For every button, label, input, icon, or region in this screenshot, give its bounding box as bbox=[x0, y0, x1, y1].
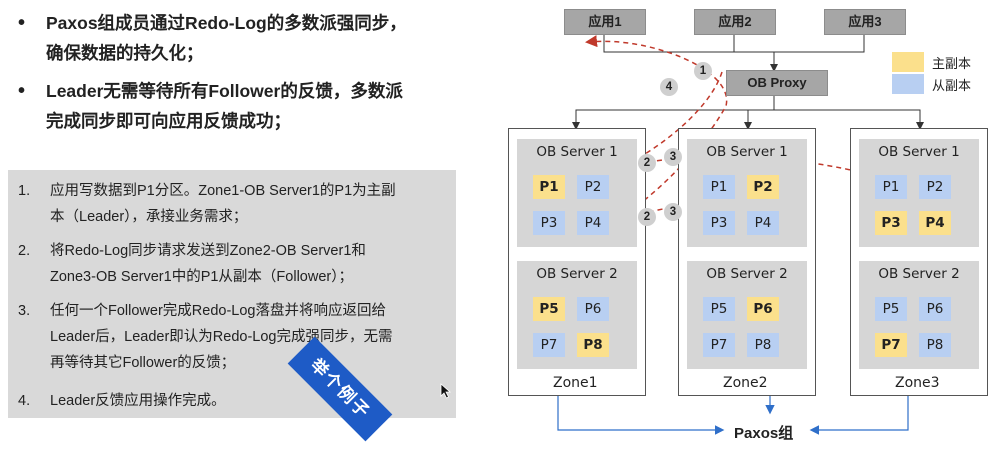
app-box-3: 应用3 bbox=[824, 9, 906, 35]
step-marker-2: 2 bbox=[638, 208, 656, 226]
legend-primary-label: 主副本 bbox=[932, 56, 972, 71]
step-number: 1. bbox=[18, 183, 31, 199]
server-title: OB Server 2 bbox=[536, 266, 618, 282]
ob-server-box: OB Server 2 P5 P6 P7 P8 bbox=[517, 261, 637, 369]
app-box-2: 应用2 bbox=[694, 9, 776, 35]
mouse-cursor-icon bbox=[440, 383, 452, 399]
replica-p4: P4 bbox=[577, 211, 609, 235]
server-title: OB Server 1 bbox=[706, 144, 788, 160]
bullet-item: • Paxos组成员通过Redo-Log的多数派强同步， 确保数据的持久化； bbox=[14, 8, 464, 68]
replica-p5: P5 bbox=[533, 297, 565, 321]
step-item: 2. 将Redo-Log同步请求发送到Zone2-OB Server1和 Zon… bbox=[18, 238, 450, 290]
bullet-line: Leader无需等待所有Follower的反馈，多数派 bbox=[46, 81, 403, 101]
step-number: 4. bbox=[18, 393, 31, 409]
step-marker-3: 3 bbox=[664, 148, 682, 166]
replica-p3: P3 bbox=[875, 211, 907, 235]
paxos-group-label: Paxos组 bbox=[734, 425, 794, 442]
replica-p6: P6 bbox=[747, 297, 779, 321]
ob-server-box: OB Server 1 P1 P2 P3 P4 bbox=[687, 139, 807, 247]
ob-server-box: OB Server 2 P5 P6 P7 P8 bbox=[859, 261, 979, 369]
bullet-dot: • bbox=[18, 12, 26, 34]
bullet-list: • Paxos组成员通过Redo-Log的多数派强同步， 确保数据的持久化； •… bbox=[14, 8, 464, 144]
ob-proxy-box: OB Proxy bbox=[726, 70, 828, 96]
replica-p4: P4 bbox=[919, 211, 951, 235]
ob-server-box: OB Server 2 P5 P6 P7 P8 bbox=[687, 261, 807, 369]
replica-p7: P7 bbox=[875, 333, 907, 357]
step-marker-1: 1 bbox=[694, 62, 712, 80]
replica-p1: P1 bbox=[703, 175, 735, 199]
step-line: 再等待其它Follower的反馈； bbox=[50, 355, 236, 371]
step-item: 4. Leader反馈应用操作完成。 bbox=[18, 388, 450, 414]
zone-3: OB Server 1 P1 P2 P3 P4 OB Server 2 P5 P… bbox=[850, 128, 988, 396]
step-line: Leader后，Leader即认为Redo-Log完成强同步，无需 bbox=[50, 329, 393, 345]
replica-p3: P3 bbox=[533, 211, 565, 235]
bullet-dot: • bbox=[18, 80, 26, 102]
step-marker-3: 3 bbox=[664, 203, 682, 221]
replica-p6: P6 bbox=[919, 297, 951, 321]
step-number: 3. bbox=[18, 303, 31, 319]
replica-p2: P2 bbox=[577, 175, 609, 199]
app-box-1: 应用1 bbox=[564, 9, 646, 35]
replica-p1: P1 bbox=[533, 175, 565, 199]
step-line: 任何一个Follower完成Redo-Log落盘并将响应返回给 bbox=[50, 303, 386, 319]
zone-label: Zone3 bbox=[895, 375, 940, 391]
bullet-item: • Leader无需等待所有Follower的反馈，多数派 完成同步即可向应用反… bbox=[14, 76, 464, 136]
replica-p8: P8 bbox=[919, 333, 951, 357]
steps-panel: 1. 应用写数据到P1分区。Zone1-OB Server1的P1为主副 本（L… bbox=[8, 170, 456, 418]
bullet-line: Paxos组成员通过Redo-Log的多数派强同步， bbox=[46, 13, 407, 33]
replica-p8: P8 bbox=[747, 333, 779, 357]
replica-p1: P1 bbox=[875, 175, 907, 199]
step-marker-4: 4 bbox=[660, 78, 678, 96]
step-item: 1. 应用写数据到P1分区。Zone1-OB Server1的P1为主副 本（L… bbox=[18, 178, 450, 230]
replica-p2: P2 bbox=[919, 175, 951, 199]
step-item: 3. 任何一个Follower完成Redo-Log落盘并将响应返回给 Leade… bbox=[18, 298, 450, 376]
server-title: OB Server 2 bbox=[878, 266, 960, 282]
replica-p2: P2 bbox=[747, 175, 779, 199]
zone-label: Zone1 bbox=[553, 375, 598, 391]
zone-label: Zone2 bbox=[723, 375, 768, 391]
replica-p8: P8 bbox=[577, 333, 609, 357]
paxos-diagram: 应用1 应用2 应用3 OB Proxy 主副本 从副本 OB Server 1… bbox=[490, 0, 1001, 454]
legend-primary-swatch bbox=[892, 52, 924, 72]
step-marker-2: 2 bbox=[638, 154, 656, 172]
step-line: 应用写数据到P1分区。Zone1-OB Server1的P1为主副 bbox=[50, 183, 396, 199]
server-title: OB Server 1 bbox=[536, 144, 618, 160]
step-line: 将Redo-Log同步请求发送到Zone2-OB Server1和 bbox=[50, 243, 366, 259]
bullet-line: 确保数据的持久化； bbox=[46, 43, 204, 63]
replica-p5: P5 bbox=[875, 297, 907, 321]
replica-p7: P7 bbox=[703, 333, 735, 357]
step-line: 本（Leader），承接业务需求； bbox=[50, 209, 248, 225]
bullet-line: 完成同步即可向应用反馈成功； bbox=[46, 111, 291, 131]
replica-p4: P4 bbox=[747, 211, 779, 235]
replica-p7: P7 bbox=[533, 333, 565, 357]
ob-server-box: OB Server 1 P1 P2 P3 P4 bbox=[859, 139, 979, 247]
zone-2: OB Server 1 P1 P2 P3 P4 OB Server 2 P5 P… bbox=[678, 128, 816, 396]
replica-p5: P5 bbox=[703, 297, 735, 321]
step-number: 2. bbox=[18, 243, 31, 259]
step-line: Zone3-OB Server1中的P1从副本（Follower）； bbox=[50, 269, 353, 285]
replica-p6: P6 bbox=[577, 297, 609, 321]
replica-p3: P3 bbox=[703, 211, 735, 235]
step-line: Leader反馈应用操作完成。 bbox=[50, 393, 226, 409]
ob-server-box: OB Server 1 P1 P2 P3 P4 bbox=[517, 139, 637, 247]
legend-secondary-swatch bbox=[892, 74, 924, 94]
server-title: OB Server 1 bbox=[878, 144, 960, 160]
legend-secondary-label: 从副本 bbox=[932, 78, 972, 93]
zone-1: OB Server 1 P1 P2 P3 P4 OB Server 2 P5 P… bbox=[508, 128, 646, 396]
server-title: OB Server 2 bbox=[706, 266, 788, 282]
